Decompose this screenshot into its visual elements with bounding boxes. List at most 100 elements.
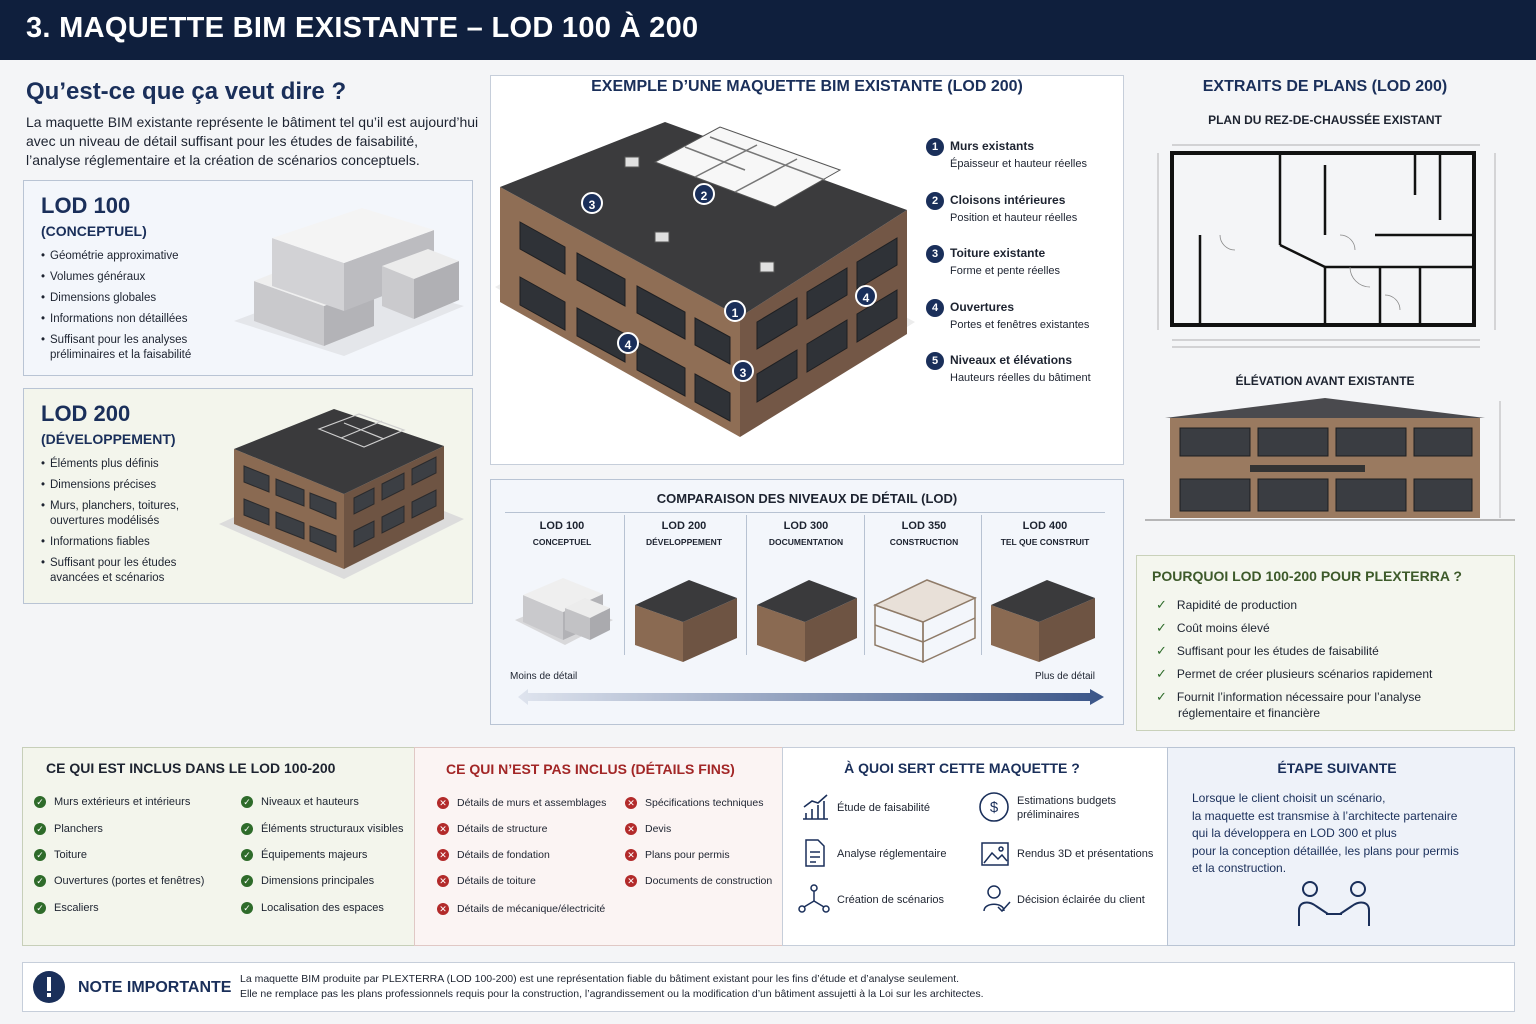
divider [981,515,982,655]
legend-number: 1 [926,138,944,156]
uses-panel [782,747,1168,946]
legend-title: Murs existants [950,139,1035,153]
check-icon: ✓ [34,848,46,861]
why-item: ✓Permet de créer plusieurs scénarios rap… [1156,666,1433,681]
example-building-illustration [495,122,915,437]
excluded-item: ✕Documents de construction [625,873,772,887]
more-detail-label: Plus de détail [1034,671,1095,682]
legend-title: Ouvertures [950,300,1015,314]
chart-icon [803,794,828,820]
x-icon: ✕ [437,848,449,861]
page-title: 3. MAQUETTE BIM EXISTANTE – LOD 100 À 20… [26,12,699,44]
warning-icon [33,971,65,1003]
comparison-col-lod350: LOD 350 CONSTRUCTION [866,520,982,547]
use-label: Rendus 3D et présentations [1017,848,1154,860]
comparison-col-lod400: LOD 400 TEL QUE CONSTRUIT [985,520,1105,547]
callout-pin: 2 [693,183,715,205]
next-text: Lorsque le client choisit un scénario,la… [1192,791,1459,875]
note-panel [22,962,1515,1012]
x-icon: ✕ [437,796,449,809]
included-item: ✓Escaliers [34,900,99,914]
plan-title: PLAN DU REZ-DE-CHAUSSÉE EXISTANT [1208,113,1442,127]
title-bar: 3. MAQUETTE BIM EXISTANTE – LOD 100 À 20… [0,0,1536,60]
comparison-label: CONCEPTUEL [532,537,592,547]
included-panel [22,747,415,946]
callout-pin: 1 [724,300,746,322]
legend-number: 3 [926,245,944,263]
check-icon: ✓ [34,795,46,808]
x-icon: ✕ [625,822,637,835]
lod200-building-illustration [219,409,464,579]
lod200-item: Éléments plus définis [41,457,201,472]
check-icon: ✓ [1156,643,1167,658]
included-item: ✓Équipements majeurs [241,847,367,861]
lod100-item: Volumes généraux [41,270,211,285]
check-icon: ✓ [241,848,253,861]
front-elevation-drawing [1145,398,1515,521]
x-icon: ✕ [437,874,449,887]
check-icon: ✓ [1156,689,1167,704]
legend-number: 5 [926,352,944,370]
legend-title: Toiture existante [950,246,1046,260]
legend-desc: Forme et pente réelles [950,265,1061,277]
lod100-item: Suffisant pour les analyses préliminaire… [41,333,211,363]
check-icon: ✓ [1156,666,1167,681]
lod350-mini [873,579,977,664]
lod-comparison-illustrations [515,578,1095,664]
less-detail-label: Moins de détail [510,671,578,682]
why-item: ✓Suffisant pour les études de faisabilit… [1156,643,1379,658]
lod100-item: Géométrie approximative [41,249,211,264]
included-heading: CE QUI EST INCLUS DANS LE LOD 100-200 [46,760,336,776]
network-icon [798,884,830,913]
lod300-mini [757,580,857,662]
included-item: ✓Murs extérieurs et intérieurs [34,794,190,808]
plans-heading: EXTRAITS DE PLANS (LOD 200) [1202,78,1448,95]
legend-title: Cloisons intérieures [950,193,1066,207]
lod100-title: LOD 100 [41,193,131,218]
divider [864,515,865,655]
why-item-continued: réglementaire et financière [1178,706,1321,720]
lod200-item: Suffisant pour les études avancées et sc… [41,556,201,586]
callout-pin: 4 [855,285,877,307]
lod200-mini [635,580,737,662]
legend-number: 4 [926,299,944,317]
dollar-icon: $ [979,792,1009,822]
divider [746,515,747,655]
why-heading: POURQUOI LOD 100-200 POUR PLEXTERRA ? [1152,568,1462,584]
comparison-lod: LOD 350 [901,520,947,532]
comparison-col-lod200: LOD 200 DÉVELOPPEMENT [625,520,743,547]
lod100-item: Informations non détaillées [41,312,211,327]
check-icon: ✓ [34,822,46,835]
included-item: ✓Localisation des espaces [241,900,384,914]
included-item: ✓Éléments structuraux visibles [241,821,403,835]
excluded-item: ✕Plans pour permis [625,847,730,861]
comparison-label: DÉVELOPPEMENT [645,537,723,547]
lod200-title: LOD 200 [41,401,131,426]
lod100-card: LOD 100 (CONCEPTUEL) Géométrie approxima… [23,180,473,376]
intro-text: La maquette BIM existante représente le … [26,113,481,170]
use-label: Création de scénarios [837,894,945,906]
comparison-col-lod300: LOD 300 DOCUMENTATION [748,520,864,547]
divider [505,512,1105,513]
lod200-item: Murs, planchers, toitures, ouvertures mo… [41,499,201,529]
lod100-massing-illustration [234,208,464,356]
check-icon: ✓ [34,901,46,914]
lod200-subtitle: (DÉVELOPPEMENT) [41,431,176,447]
check-icon: ✓ [241,795,253,808]
note-label: NOTE IMPORTANTE [78,979,232,996]
comparison-lod: LOD 200 [661,520,707,532]
excluded-item: ✕Détails de structure [437,821,547,835]
use-label: Étude de faisabilité [837,802,930,814]
comparison-lod: LOD 300 [783,520,829,532]
legend-number: 2 [926,192,944,210]
included-item: ✓Niveaux et hauteurs [241,794,359,808]
lod100-item: Dimensions globales [41,291,211,306]
intro-line: La maquette BIM existante représente le … [26,114,479,130]
check-icon: ✓ [1156,597,1167,612]
comparison-label: DOCUMENTATION [768,537,844,547]
x-icon: ✕ [625,796,637,809]
detail-gradient-arrow [518,689,1104,705]
included-item: ✓Ouvertures (portes et fenêtres) [34,873,204,887]
check-icon: ✓ [241,822,253,835]
